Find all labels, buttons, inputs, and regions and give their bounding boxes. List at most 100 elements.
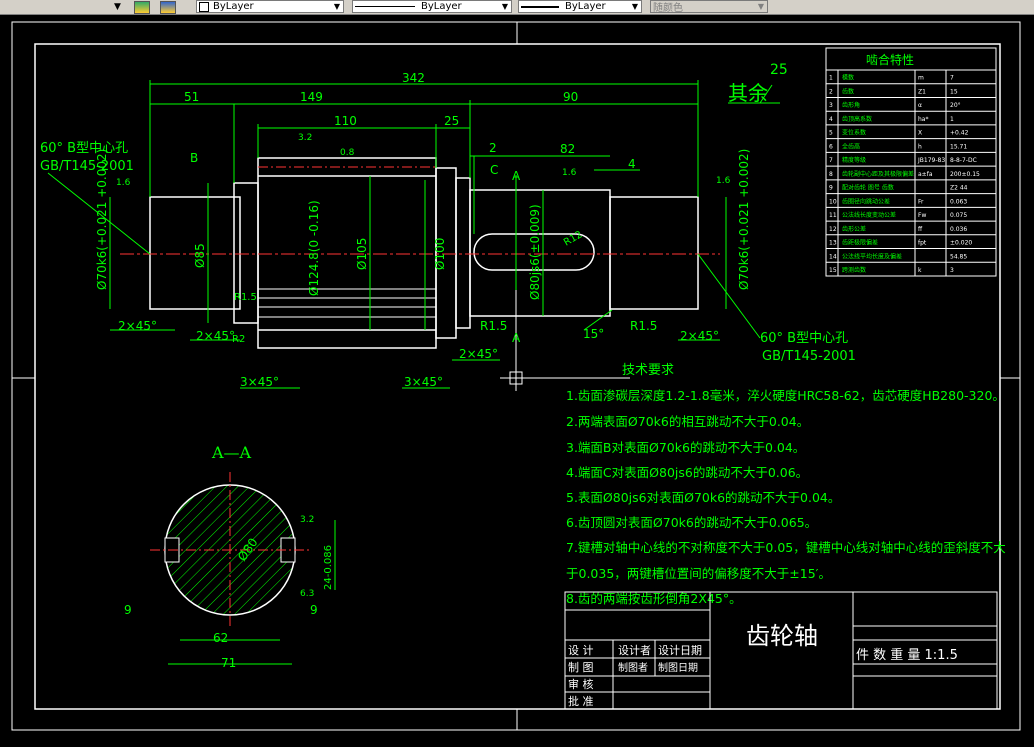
mesh-cell: 1: [950, 116, 954, 123]
dia-80js6: Ø80js6(±0.009): [528, 204, 542, 300]
center-hole-right-line1: 60° B型中心孔: [760, 331, 848, 346]
mesh-cell: Fw: [918, 212, 926, 219]
tech-title: 技术要求: [622, 363, 674, 378]
mesh-cell: 7: [829, 157, 833, 164]
tb-design-label: 设 计: [568, 644, 594, 657]
tech-requirements: 1.齿面渗碳层深度1.2-1.8毫米，淬火硬度HRC58-62，齿芯硬度HB28…: [566, 388, 1006, 606]
mesh-cell: 齿圈径向跳动公差: [842, 197, 890, 205]
layer-swatch-icon: [199, 1, 209, 12]
label-a-bottom: A: [512, 331, 521, 345]
dimension-lines: [47, 80, 780, 389]
mesh-cell: 5: [829, 130, 833, 137]
shaft-outline: [149, 157, 699, 349]
dropdown-arrow-left[interactable]: ▼: [114, 1, 121, 12]
dia-70k6-left: Ø70k6(+0.021 +0.002): [95, 149, 109, 290]
roughness-value: 25: [770, 62, 788, 78]
mesh-cell: 齿顶高系数: [842, 115, 872, 123]
dia-70k6-right: Ø70k6(+0.021 +0.002): [737, 149, 751, 290]
chevron-down-icon: ▼: [501, 2, 509, 11]
mesh-cell: 1: [829, 75, 833, 82]
tech-line-5: 5.表面Ø80js6对表面Ø70k6的跳动不大于0.04。: [566, 490, 840, 505]
mesh-cell: 10: [829, 198, 837, 205]
mesh-cell: k: [918, 267, 922, 274]
mesh-cell: 0.075: [950, 212, 967, 219]
radius-r2: R2: [232, 334, 245, 345]
mesh-cell: 模数: [842, 74, 854, 82]
mesh-cell: 跨测齿数: [842, 266, 866, 274]
dim-149: 149: [300, 90, 323, 104]
tech-line-1: 1.齿面渗碳层深度1.2-1.8毫米，淬火硬度HRC58-62，齿芯硬度HB28…: [566, 388, 1005, 403]
drawing-canvas[interactable]: 342 51 149 90 110 25 2 82 4 B C A A 2×45…: [0, 15, 1034, 743]
mesh-cell: 54.85: [950, 253, 967, 260]
rough-16-c: 1.6: [716, 176, 731, 186]
roughness-note: 其余: [728, 81, 768, 105]
mesh-cell: 变位系数: [842, 129, 866, 137]
cad-drawing: 342 51 149 90 110 25 2 82 4 B C A A 2×45…: [11, 21, 1021, 731]
tech-line-9: 8.齿的两端按齿形倒角2X45°。: [566, 591, 742, 606]
outer-frame: [11, 21, 1021, 731]
dim-90: 90: [563, 90, 578, 104]
tb-design-date: 设计日期: [658, 644, 702, 657]
chamfer-2x45-b: 2×45°: [196, 329, 235, 343]
layer-combo[interactable]: ByLayer ▼: [196, 0, 344, 13]
mesh-cell: 200±0.15: [950, 171, 980, 178]
chevron-down-icon: ▼: [631, 2, 639, 11]
title-block: 齿轮轴 设 计 设计者 设计日期 制 图 制图者 制图日期 审 核 批 准 件 …: [564, 591, 998, 710]
mesh-cell: 13: [829, 240, 837, 247]
layer-tools-icon[interactable]: [134, 1, 150, 14]
mesh-cell: h: [918, 143, 922, 150]
mesh-cell: 齿距极限偏差: [842, 239, 878, 247]
mesh-cell: 6: [829, 143, 833, 150]
dim-82: 82: [560, 142, 575, 156]
mesh-cell: fpt: [918, 240, 927, 247]
rough-16-a: 1.6: [116, 178, 131, 188]
mesh-cell: +0.42: [950, 130, 969, 137]
layer-previous-icon[interactable]: [160, 1, 176, 14]
mesh-cell: 2: [829, 88, 833, 95]
dim-110: 110: [334, 114, 357, 128]
mesh-cell: JB179-83: [917, 157, 945, 164]
color-combo[interactable]: 随颜色 ▼: [650, 0, 768, 13]
label-b: B: [190, 151, 198, 165]
tb-draw-date: 制图日期: [658, 661, 698, 674]
tb-approve-label: 批 准: [568, 694, 594, 708]
mesh-cell: 全齿高: [842, 142, 860, 150]
label-c: C: [490, 163, 498, 177]
tech-line-2: 2.两端表面Ø70k6的相互跳动不大于0.04。: [566, 414, 809, 429]
dim-342: 342: [402, 71, 425, 85]
linetype-combo[interactable]: ByLayer ▼: [352, 0, 512, 13]
sec-rough-32: 3.2: [300, 515, 314, 525]
center-hole-left-line1: 60° B型中心孔: [40, 141, 128, 156]
sec-dim-9-right: 9: [310, 603, 318, 617]
tb-design-name: 设计者: [618, 644, 651, 657]
mesh-cell: 15: [829, 267, 837, 274]
mesh-cell: 15: [950, 88, 958, 95]
dim-4: 4: [628, 157, 636, 171]
angle-15: 15°: [583, 327, 604, 341]
lineweight-combo[interactable]: ByLayer ▼: [518, 0, 642, 13]
sec-dim-9-left: 9: [124, 603, 132, 617]
chamfer-3x45-b: 3×45°: [404, 375, 443, 389]
mesh-cell: 15.71: [950, 143, 967, 150]
drawing-title: 齿轮轴: [746, 622, 818, 650]
mesh-cell: 齿轮副中心距及其极限偏差: [842, 170, 914, 178]
mesh-cell: ±0.020: [950, 240, 972, 247]
chamfer-3x45-a: 3×45°: [240, 375, 279, 389]
rough-32: 3.2: [298, 133, 312, 143]
mesh-cell: 3: [829, 102, 833, 109]
diameter-texts: Ø70k6(+0.021 +0.002) Ø85 Ø124.8(0 -0.16)…: [95, 149, 751, 300]
mesh-cell: 齿数: [842, 87, 854, 95]
mesh-cell: 配对齿轮 图号 齿数: [842, 184, 894, 192]
mesh-cell: 4: [829, 116, 833, 123]
tb-qty-row: 件 数 重 量 1:1.5: [856, 647, 958, 663]
mesh-cell: 8-8-7-DC: [950, 157, 977, 164]
section-label: A—A: [211, 443, 252, 462]
mesh-cell: 精度等级: [842, 156, 866, 164]
center-hole-right-line2: GB/T145-2001: [762, 349, 856, 364]
chevron-down-icon: ▼: [333, 2, 341, 11]
linetype-sample: [355, 6, 415, 7]
dim-51: 51: [184, 90, 199, 104]
mesh-cell: a±fa: [918, 171, 933, 178]
mesh-cell: 9: [829, 185, 833, 192]
